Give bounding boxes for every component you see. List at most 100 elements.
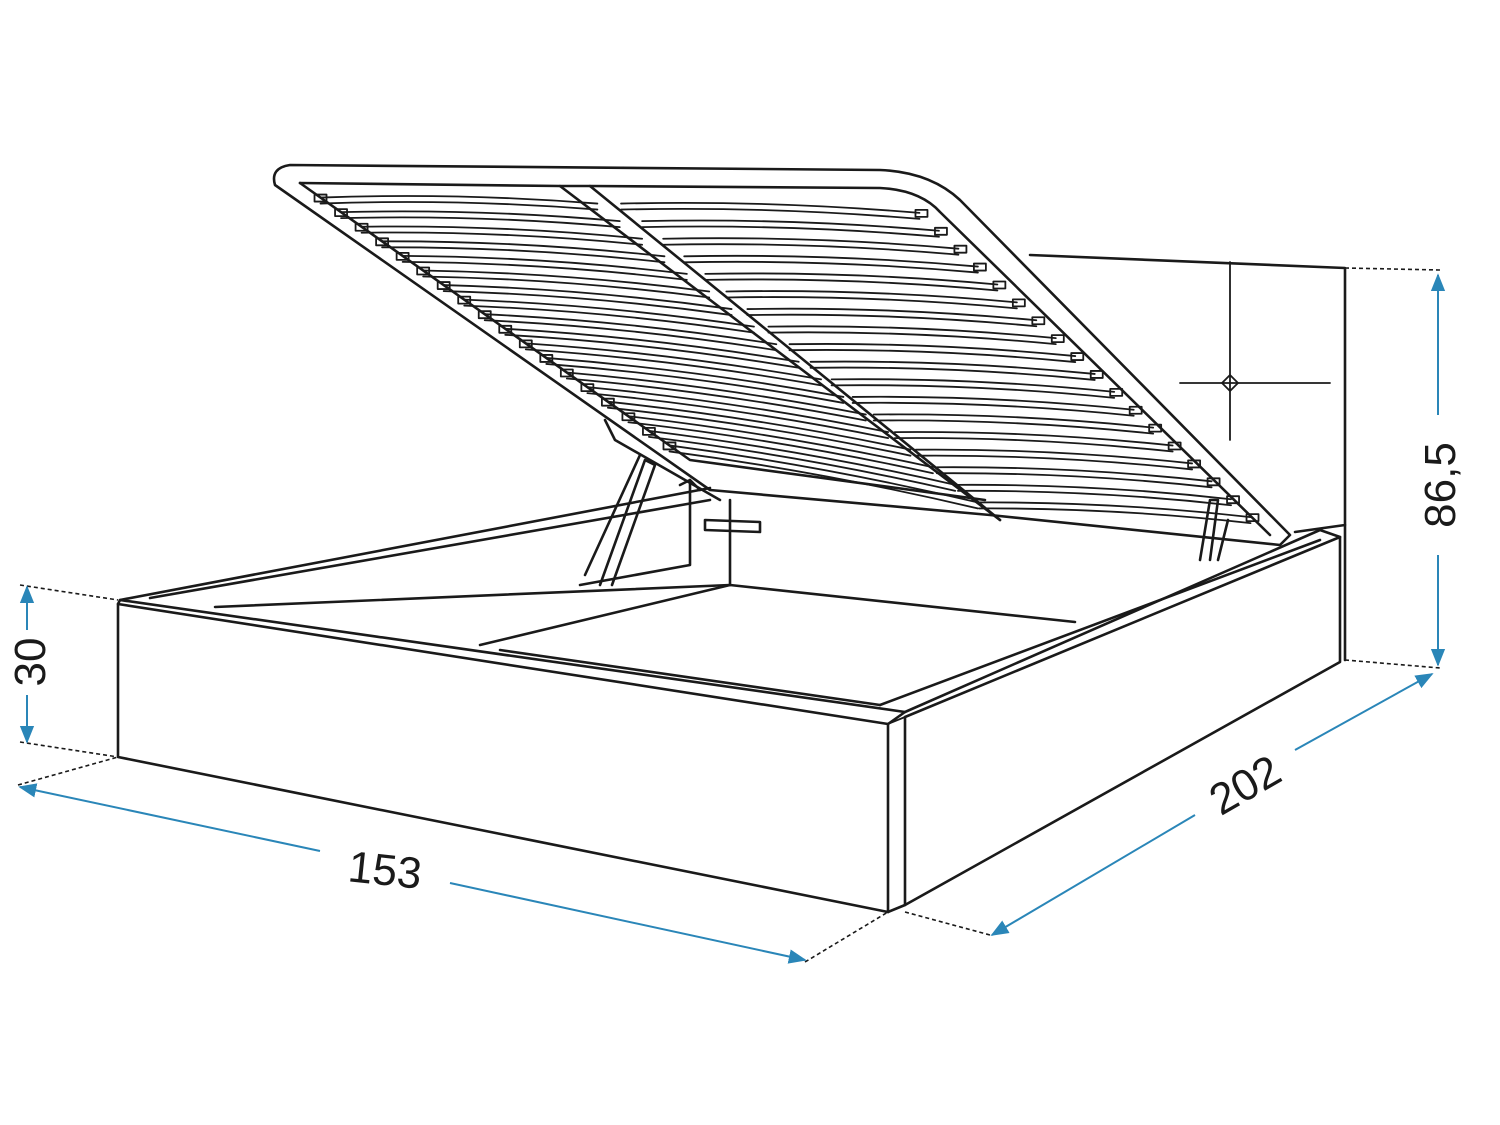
lid-slat-line [565,371,867,416]
lid-slat-line [788,343,1077,357]
slat-holder [600,397,615,407]
lid-slat-line [606,400,912,451]
slat-holder [1245,513,1260,523]
bed-base [116,486,1342,914]
lid-slat-line [401,260,688,281]
lid-slat-line [788,349,1077,363]
slat-holder [375,237,390,247]
extension-lines [17,267,1441,963]
slat-holder [992,280,1007,290]
total-height-dimension-label: 86,5 [1416,442,1465,528]
lid-slat-line [360,231,644,246]
lid-slat-line [668,444,979,504]
lid-slat-line [767,331,1057,346]
lid-slat-line [319,195,599,205]
lid-slat-line [746,313,1038,328]
length-dimension-line [1294,673,1434,751]
lid-slat-line [381,246,666,264]
slat-holder [914,208,929,218]
lid-slat-line [893,431,1174,447]
lid-slat-line [683,254,979,268]
lid-slat-line [746,307,1038,322]
lid-slat-line [704,278,999,292]
lid-slat-line [422,275,711,299]
lid-slat-holders-left [313,193,677,451]
lid-slat-line [668,450,979,510]
lid-slat-line [641,225,940,238]
lid-slat-line [620,201,921,214]
lid-slat-line [340,210,621,223]
slat-holder [477,310,492,320]
lid-slat-line [524,348,822,387]
slat-holder [559,368,574,378]
lift-mechanism-right [1198,498,1230,562]
slat-holder [334,208,348,218]
lid-slat-line [935,472,1213,489]
slat-holder [621,412,636,422]
lid-slat-line [401,254,688,275]
slat-holder [1187,459,1202,469]
lid-slat-line [978,507,1252,525]
lid-slat-line [463,304,755,334]
lid-slat-line [381,240,666,258]
lid-slat-line [648,435,957,492]
lid-slat-line [545,363,845,404]
slat-holder [934,226,948,236]
slat-holder [1128,405,1143,415]
lid-slat-line [319,201,599,211]
lid-slat-line [504,327,800,363]
lid-slat-line [662,243,960,256]
lid-slat-line [704,272,999,286]
lid-slat-line [565,377,867,422]
lid-slat-line [914,448,1194,465]
lift-mechanism-left [578,418,762,587]
lid-slat-line [725,296,1018,310]
length-dimension-line [990,814,1196,936]
slat-holder [518,339,533,349]
lid-slat-line [725,290,1018,304]
slat-holder [580,383,595,393]
slat-holder [1148,423,1163,433]
slat-holder [436,281,451,290]
slat-holder [1206,477,1221,487]
slat-holder [416,266,431,276]
slat-holder [1226,495,1240,505]
lid-slat-line [641,219,940,232]
slat-holder [1050,334,1065,344]
base-height-dimension-label: 30 [6,638,55,687]
width-dimension-label: 153 [346,842,424,898]
lid-slat-line [648,429,957,486]
lid-slat-line [504,333,800,369]
headboard-button-icon [1221,374,1239,392]
slat-holder [662,441,677,451]
lid-slat-line [872,419,1155,435]
slat-holder [1109,387,1124,397]
lid-slat-line [442,284,733,310]
width-dimension-line [449,882,807,964]
lid-slat-line [627,421,934,475]
lid-slat-line [586,386,890,434]
lid-slat-line [830,384,1116,399]
slat-holder [642,426,656,436]
lid-slat-line [809,360,1096,375]
lid-slat-line [956,483,1232,501]
slat-holder [539,354,554,363]
lid-slat-line [545,357,845,398]
slat-holder [972,262,987,272]
slat-holder [354,222,369,232]
slat-holder [1031,316,1046,326]
lid-slat-line [978,501,1252,519]
slat-holder [498,324,513,334]
lid-slat-line [620,207,921,220]
length-dimension-label: 202 [1201,746,1289,825]
slat-holder [1070,352,1085,361]
lid-slat-line [442,290,733,316]
lid-slat-line [340,216,621,229]
slat-holder [1011,298,1026,308]
slat-holder [395,251,410,261]
headboard [1028,253,1347,662]
lid-slat-line [872,413,1155,429]
slat-holder [1167,441,1182,451]
lid-slat-line [851,401,1135,417]
